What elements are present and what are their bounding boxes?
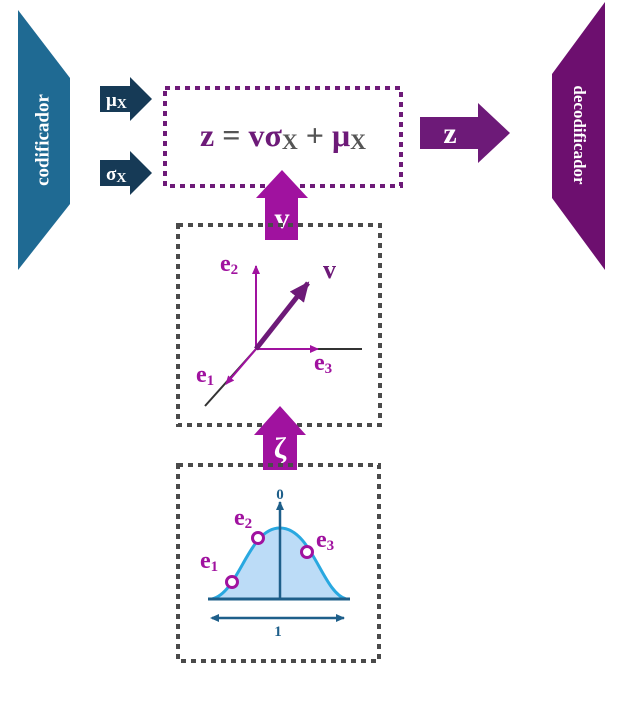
z-output-arrow: z [420,103,510,163]
vector-v-label: v [323,255,336,284]
axis-label-e1: e1 [196,362,214,389]
distribution-width-label: 1 [274,624,282,640]
mu-input-arrow: μX [100,77,152,121]
formula-text: z = vσX + μX [200,117,366,154]
decoder-shape [552,2,605,270]
vector-v [254,281,310,351]
axis-e1 [225,348,257,385]
zeta-up-arrow: ζ [254,406,306,470]
decoder-label: decodificador [570,85,589,185]
axis-label-e2: e2 [220,251,238,278]
distribution-plot: 0 1 e1 e2 e3 [176,463,381,663]
encoder-shape [18,10,70,270]
mu-arrow-label: μX [106,90,127,112]
zeta-arrow-label: ζ [274,432,287,465]
mu-arrow-shape [100,77,152,121]
decoder-block: decodificador [552,2,605,270]
sample-point-e2 [251,531,265,545]
encoder-label: codificador [32,94,53,186]
axis-label-e3: e3 [314,350,332,377]
point-label-e3: e3 [316,527,334,554]
distribution-top-label: 0 [276,487,284,503]
vector-plot: v e2 e1 e3 [176,223,382,427]
vector-plot-frame [176,223,382,427]
sample-point-e3 [300,545,314,559]
z-arrow-label: z [443,117,456,150]
point-label-e2: e2 [234,505,252,532]
distribution-frame [176,463,381,663]
v-arrow-label: v [275,202,290,235]
zeta-arrow-shape [254,406,306,470]
v-arrow-shape [256,170,308,240]
sigma-arrow-label: σX [106,164,126,186]
sample-point-e1 [225,575,239,589]
encoder-block: codificador [18,10,70,270]
z-arrow-shape [420,103,510,163]
sigma-input-arrow: σX [100,151,152,195]
v-up-arrow: v [256,170,308,240]
sigma-arrow-shape [100,151,152,195]
point-label-e1: e1 [200,548,218,575]
